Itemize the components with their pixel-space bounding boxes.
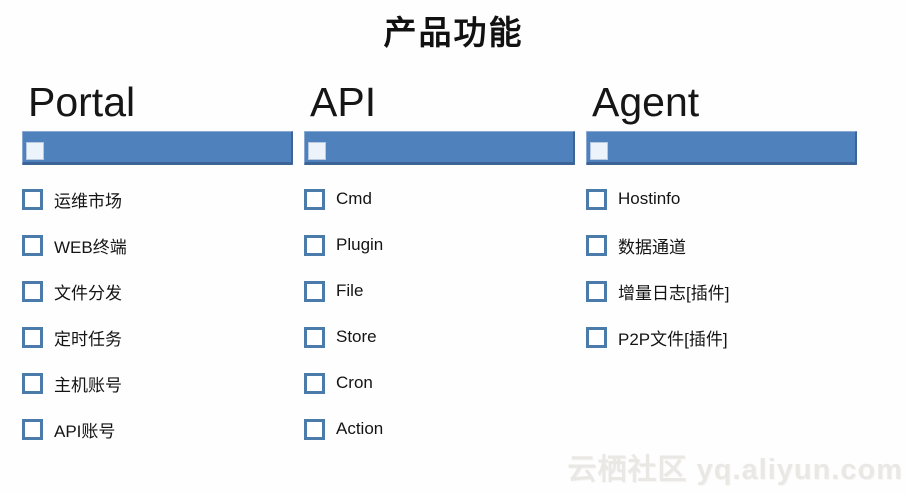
column-header-agent: Agent [592, 79, 700, 125]
checkbox-icon[interactable] [304, 418, 325, 440]
checkbox-icon[interactable] [308, 142, 326, 160]
list-item: 增量日志[插件] [586, 268, 857, 314]
checkbox-icon[interactable] [22, 234, 43, 256]
checkbox-icon[interactable] [304, 188, 325, 210]
column-header-portal: Portal [28, 79, 136, 125]
portal-feature-list: 运维市场 WEB终端 文件分发 定时任务 主机账号 API账号 [22, 176, 293, 452]
checkbox-icon[interactable] [304, 234, 325, 256]
checkbox-icon[interactable] [586, 280, 607, 302]
agent-feature-list: Hostinfo 数据通道 增量日志[插件] P2P文件[插件] [586, 176, 857, 360]
checkbox-icon[interactable] [304, 326, 325, 348]
feature-label: 运维市场 [54, 191, 122, 211]
feature-label: Store [336, 327, 377, 346]
feature-label: 主机账号 [54, 375, 122, 395]
list-item: Cmd [304, 176, 575, 222]
list-item: WEB终端 [22, 222, 293, 268]
list-item: API账号 [22, 406, 293, 452]
column-header-api: API [310, 79, 377, 125]
page-title: 产品功能 [383, 14, 524, 51]
column-portal: Portal 运维市场 WEB终端 文件分发 定时任务 主机 [22, 79, 293, 452]
list-item: P2P文件[插件] [586, 314, 857, 360]
list-item: Store [304, 314, 575, 360]
checkbox-icon[interactable] [590, 142, 608, 160]
list-item: 定时任务 [22, 314, 293, 360]
feature-label: 增量日志[插件] [618, 283, 730, 303]
checkbox-icon[interactable] [304, 372, 325, 394]
checkbox-icon[interactable] [586, 326, 607, 348]
feature-label: Cmd [336, 189, 372, 208]
feature-label: WEB终端 [54, 237, 127, 257]
feature-label: P2P文件[插件] [618, 329, 728, 349]
list-item: File [304, 268, 575, 314]
checkbox-icon[interactable] [22, 418, 43, 440]
column-agent: Agent Hostinfo 数据通道 增量日志[插件] P2P文件[插件] [586, 79, 857, 360]
checkbox-icon[interactable] [22, 280, 43, 302]
feature-label: Cron [336, 373, 373, 392]
list-item: 主机账号 [22, 360, 293, 406]
feature-label: API账号 [54, 421, 116, 441]
checkbox-icon[interactable] [586, 188, 607, 210]
agent-header-bar [586, 131, 857, 165]
feature-label: 定时任务 [54, 329, 122, 349]
checkbox-icon[interactable] [22, 372, 43, 394]
checkbox-icon[interactable] [22, 326, 43, 348]
list-item: 运维市场 [22, 176, 293, 222]
list-item: 文件分发 [22, 268, 293, 314]
column-api: API Cmd Plugin File Store Cron [304, 79, 575, 452]
list-item: 数据通道 [586, 222, 857, 268]
feature-label: Plugin [336, 235, 384, 254]
feature-label: File [336, 281, 364, 300]
api-feature-list: Cmd Plugin File Store Cron Action [304, 176, 575, 452]
checkbox-icon[interactable] [586, 234, 607, 256]
list-item: Plugin [304, 222, 575, 268]
watermark: 云栖社区 yq.aliyun.com [567, 454, 903, 486]
feature-label: 数据通道 [618, 237, 686, 257]
list-item: Hostinfo [586, 176, 857, 222]
checkbox-icon[interactable] [304, 280, 325, 302]
list-item: Cron [304, 360, 575, 406]
feature-label: Hostinfo [618, 189, 681, 208]
feature-label: 文件分发 [54, 283, 122, 303]
checkbox-icon[interactable] [22, 188, 43, 210]
feature-label: Action [336, 419, 384, 438]
list-item: Action [304, 406, 575, 452]
checkbox-icon[interactable] [26, 142, 44, 160]
api-header-bar [304, 131, 575, 165]
portal-header-bar [22, 131, 293, 165]
